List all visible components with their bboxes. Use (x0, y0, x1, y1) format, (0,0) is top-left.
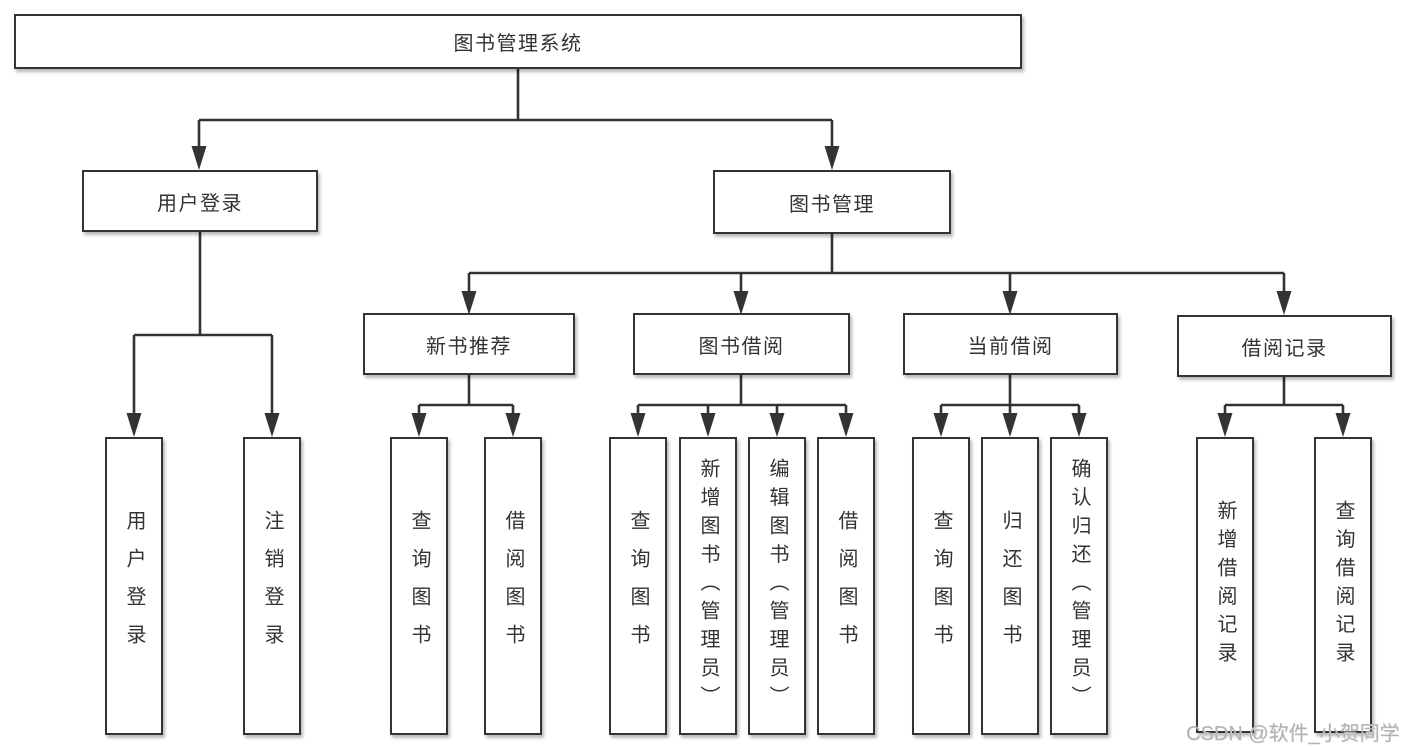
node-current-borrow: 当前借阅 (903, 313, 1118, 375)
node-book-management: 图书管理 (713, 170, 951, 234)
node-borrow-records-label: 借阅记录 (1241, 337, 1328, 360)
leaf-borrow-query-books: 查询图书 (609, 437, 667, 735)
node-new-book-recommend: 新书推荐 (363, 313, 575, 375)
leaf-logout: 注销登录 (243, 437, 301, 735)
leaf-current-return-books: 归还图书 (981, 437, 1039, 735)
node-new-book-recommend-label: 新书推荐 (426, 335, 512, 358)
leaf-borrow-add-books-admin: 新增图书（管理员） (679, 437, 737, 735)
leaf-records-query-record: 查询借阅记录 (1314, 437, 1372, 733)
node-book-borrow: 图书借阅 (633, 313, 850, 375)
leaf-user-login-label: 用户登录 (123, 510, 145, 662)
connector-root-to-level2 (197, 69, 834, 150)
node-book-management-label: 图书管理 (789, 193, 875, 216)
leaf-logout-label: 注销登录 (261, 510, 283, 662)
node-current-borrow-label: 当前借阅 (967, 335, 1054, 358)
leaf-borrow-borrow-books: 借阅图书 (817, 437, 875, 735)
leaf-current-query-books: 查询图书 (912, 437, 970, 735)
node-book-borrow-label: 图书借阅 (698, 335, 785, 358)
leaf-current-return-books-label: 归还图书 (999, 510, 1021, 662)
leaf-current-confirm-return-admin-label: 确认归还（管理员） (1068, 458, 1090, 714)
leaf-current-confirm-return-admin: 确认归还（管理员） (1050, 437, 1108, 735)
leaf-borrow-edit-books-admin-label: 编辑图书（管理员） (766, 458, 788, 714)
leaf-newbook-borrow-books-label: 借阅图书 (502, 510, 524, 662)
leaf-borrow-add-books-admin-label: 新增图书（管理员） (697, 458, 719, 714)
node-root-library-management-system: 图书管理系统 (14, 14, 1022, 69)
connector-book-management-to-level3 (467, 234, 1286, 295)
connector-borrow-records-to-leaves (1223, 375, 1345, 417)
leaf-borrow-edit-books-admin: 编辑图书（管理员） (748, 437, 806, 735)
leaf-records-add-record: 新增借阅记录 (1196, 437, 1254, 733)
node-user-login: 用户登录 (82, 170, 318, 232)
leaf-newbook-query-books: 查询图书 (390, 437, 448, 735)
leaf-borrow-borrow-books-label: 借阅图书 (835, 510, 857, 662)
connector-current-borrow-to-leaves (939, 375, 1081, 417)
arrowheads (126, 146, 1351, 437)
connector-user-login-to-leaves (132, 232, 274, 417)
node-root-label: 图书管理系统 (453, 33, 583, 55)
leaf-newbook-borrow-books: 借阅图书 (484, 437, 542, 735)
leaf-user-login: 用户登录 (105, 437, 163, 735)
connector-book-borrow-to-leaves (636, 375, 848, 417)
node-borrow-records: 借阅记录 (1177, 315, 1392, 377)
node-user-login-label: 用户登录 (157, 192, 243, 215)
csdn-watermark: CSDN @软件_小贺同学 (1186, 723, 1400, 745)
leaf-borrow-query-books-label: 查询图书 (627, 510, 649, 662)
leaf-newbook-query-books-label: 查询图书 (408, 510, 430, 662)
leaf-records-add-record-label: 新增借阅记录 (1214, 499, 1236, 671)
connector-new-book-to-leaves (417, 375, 515, 417)
leaf-records-query-record-label: 查询借阅记录 (1332, 499, 1354, 671)
leaf-current-query-books-label: 查询图书 (930, 510, 952, 662)
